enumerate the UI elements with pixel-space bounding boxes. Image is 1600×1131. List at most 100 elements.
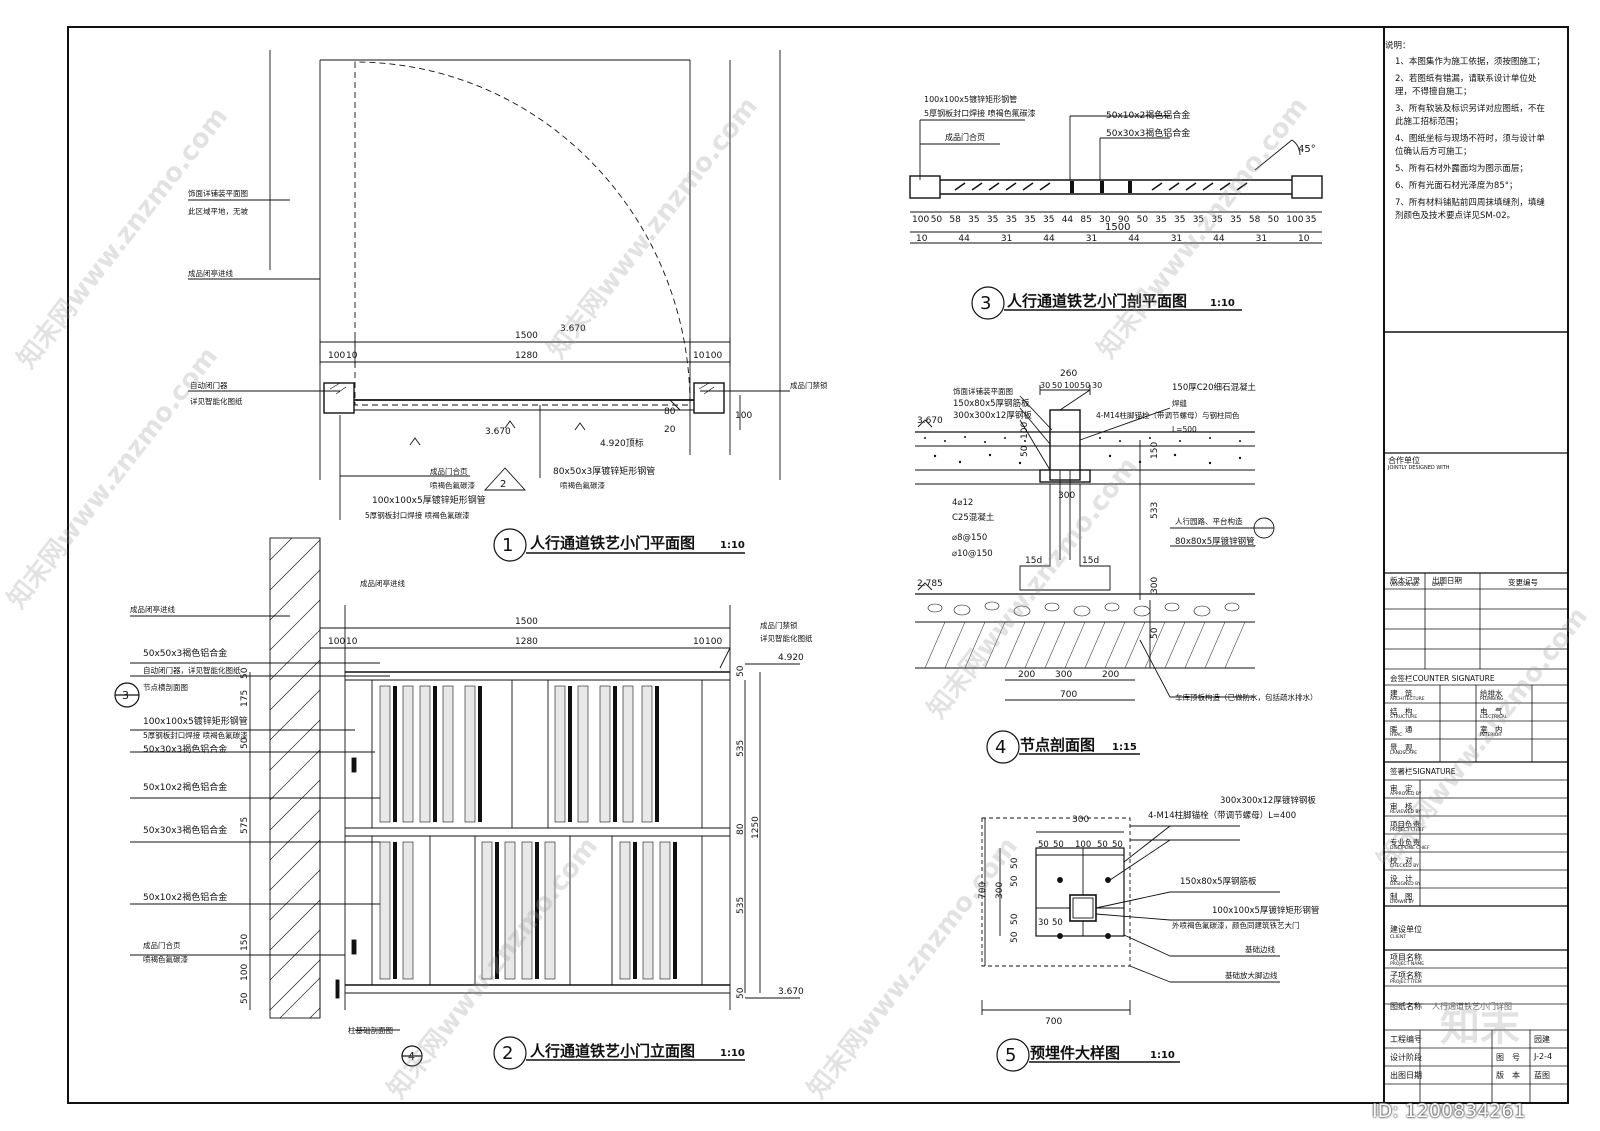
svg-text:1:10: 1:10 (1210, 298, 1235, 309)
countersign-cell: 给排水 (1480, 689, 1503, 698)
svg-text:200: 200 (1018, 670, 1035, 680)
plan-labels: 饰面详铺装平面图 此区域平地，无坡 成品闭亭进线 自动闭门器 详见智能化图纸 成… (188, 188, 828, 520)
svg-text:50: 50 (1052, 381, 1062, 390)
svg-text:成品门合页: 成品门合页 (945, 132, 985, 142)
svg-text:人行通道铁艺小门平面图: 人行通道铁艺小门平面图 (530, 534, 695, 552)
signature-cell: PROJECT CHIEF (1390, 828, 1425, 833)
svg-text:175: 175 (240, 690, 250, 707)
note-item: 2、若图纸有错漏，请联系设计单位处理，不得擅自施工； (1395, 74, 1537, 97)
change-no: 变更编号 (1508, 578, 1538, 587)
drawing-no-label: 图 号 (1496, 1053, 1520, 1062)
dimension-label: 44 (958, 234, 970, 244)
svg-text:30: 30 (1038, 918, 1049, 928)
svg-text:50: 50 (1010, 857, 1020, 869)
svg-text:300: 300 (1055, 670, 1072, 680)
dimension-label: 10 (916, 234, 928, 244)
svg-text:基础边线: 基础边线 (1245, 944, 1275, 954)
svg-text:10: 10 (693, 351, 705, 361)
node-labels: 饰面详铺装平面图 150x80x5厚钢筋板 300x300x12厚钢板 150厚… (952, 382, 1318, 702)
project-name-label: 项目名称 (1390, 953, 1422, 962)
svg-text:100: 100 (1075, 840, 1091, 850)
dimension-label: 30 (1099, 215, 1111, 225)
svg-text:焊缝: 焊缝 (1172, 398, 1188, 408)
svg-text:4-M14柱脚锚栓（带调节螺母）与钢柱同色: 4-M14柱脚锚栓（带调节螺母）与钢柱同色 (1096, 410, 1240, 420)
dimension-label: 35 (1230, 215, 1241, 225)
version-record: 版本记录 (1390, 576, 1420, 585)
note-item: 3、所有软装及标识另详对应图纸，不在此施工招标范围； (1395, 104, 1545, 127)
svg-text:535: 535 (736, 897, 746, 914)
svg-text:50: 50 (1020, 445, 1030, 457)
countersign-cell: 暖 通 (1390, 725, 1413, 734)
svg-text:300: 300 (1072, 815, 1089, 825)
watermark-id: ID: 1200834261 (1372, 1100, 1526, 1122)
print-date-label: 出图日期 (1390, 1071, 1422, 1080)
dimension-label: 100 (912, 215, 929, 225)
svg-text:700: 700 (1045, 1017, 1062, 1027)
note-item: 6、所有光面石材光泽度为85°； (1395, 181, 1518, 191)
node-soil-hatch (915, 483, 1255, 669)
note-item: 1、本图集作为施工依据，须按图施工； (1395, 57, 1545, 67)
svg-text:此区域平地，无坡: 此区域平地，无坡 (188, 206, 248, 216)
countersign-cell: PLUMBING (1480, 697, 1504, 702)
view-5-embed-detail (981, 817, 1280, 1015)
svg-text:300x300x12厚钢板: 300x300x12厚钢板 (953, 410, 1032, 421)
signature-cell: 校 对 (1390, 856, 1413, 865)
notes-list: 1、本图集作为施工依据，须按图施工； 2、若图纸有错漏，请联系设计单位处理，不得擅… (1385, 56, 1545, 223)
version-en: VERSION NO. (1390, 583, 1420, 588)
project-name-en: PROJECT NAME (1390, 962, 1425, 967)
svg-text:50x10x2褐色铝合金: 50x10x2褐色铝合金 (143, 781, 227, 793)
svg-text:50: 50 (736, 665, 746, 677)
svg-text:C25混凝土: C25混凝土 (952, 512, 995, 523)
svg-text:200: 200 (1102, 670, 1119, 680)
svg-text:260: 260 (1060, 369, 1077, 379)
svg-text:知末网www.znzmo.com: 知末网www.znzmo.com (382, 832, 604, 1104)
svg-text:150x80x5厚钢筋板: 150x80x5厚钢筋板 (1180, 876, 1257, 887)
plan-dims: 1500 100 10 1280 10 100 3.670 3.670 4.92… (328, 324, 752, 449)
svg-text:4: 4 (995, 737, 1006, 758)
svg-text:30: 30 (1092, 381, 1102, 390)
svg-text:150: 150 (1150, 442, 1160, 459)
countersign-cell: ARCHITECTURE (1390, 697, 1425, 702)
svg-text:1280: 1280 (515, 351, 538, 361)
svg-text:3.670: 3.670 (917, 416, 943, 426)
svg-text:50x30x3褐色铝合金: 50x30x3褐色铝合金 (1106, 127, 1190, 139)
dimension-label: 44 (1128, 234, 1140, 244)
embed-labels: 300x300x12厚镀锌钢板 4-M14柱脚锚栓（带调节螺母）L=400 15… (1148, 795, 1319, 980)
svg-text:3.670: 3.670 (485, 427, 511, 437)
svg-text:575: 575 (240, 817, 250, 834)
svg-text:80: 80 (736, 823, 746, 835)
general-notes: 说明： 1、本图集作为施工依据，须按图施工；2、若图纸有错漏，请联系设计单位处理… (1385, 40, 1545, 227)
view-1-plan (188, 50, 790, 520)
svg-text:50: 50 (1010, 913, 1020, 925)
sub-project-label: 子项名称 (1390, 971, 1422, 980)
svg-text:50: 50 (240, 667, 250, 679)
svg-text:人行通道铁艺小门剖平面图: 人行通道铁艺小门剖平面图 (1007, 292, 1187, 310)
svg-text:5厚钢板封口焊接 喷褐色氟碳漆: 5厚钢板封口焊接 喷褐色氟碳漆 (143, 730, 248, 740)
svg-text:20: 20 (664, 425, 676, 435)
svg-text:4.920顶标: 4.920顶标 (600, 437, 644, 449)
svg-text:3.670: 3.670 (778, 987, 804, 997)
svg-text:80: 80 (664, 407, 676, 417)
countersign-cell: ELECTRICAL (1480, 715, 1508, 720)
svg-text:自动闭门器，详见智能化图纸: 自动闭门器，详见智能化图纸 (143, 665, 241, 675)
svg-text:50: 50 (1112, 840, 1123, 850)
signature-cell: DISCIPLINE CHIEF (1390, 846, 1430, 851)
issue-en: DATE (1432, 583, 1444, 588)
dimension-label: 35 (968, 215, 979, 225)
svg-text:50: 50 (1097, 840, 1108, 850)
svg-text:2: 2 (500, 479, 506, 490)
svg-text:100: 100 (240, 964, 250, 981)
svg-text:知末网www.znzmo.com: 知末网www.znzmo.com (1372, 602, 1594, 874)
svg-text:人行园路、平台构造: 人行园路、平台构造 (1175, 516, 1243, 526)
dimension-label: 44 (1062, 215, 1074, 225)
svg-text:1250: 1250 (751, 816, 761, 839)
countersign-cell: 结 构 (1390, 707, 1413, 716)
svg-text:成品门合页: 成品门合页 (430, 466, 468, 476)
svg-text:节点横剖面图: 节点横剖面图 (143, 682, 188, 692)
watermark-layer: 知末网www.znzmo.com 知末网www.znzmo.com 知末网www… (2, 92, 1594, 1104)
svg-text:1500: 1500 (515, 617, 538, 627)
svg-text:柱基础剖面图: 柱基础剖面图 (348, 1025, 393, 1035)
dimension-label: 35 (1024, 215, 1035, 225)
svg-text:100: 100 (705, 637, 722, 647)
